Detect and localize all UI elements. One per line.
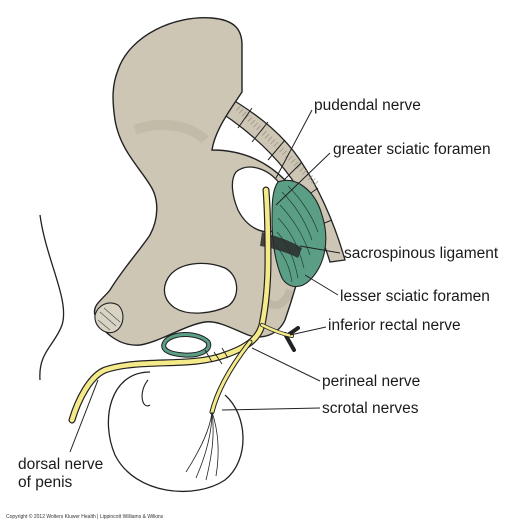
- scrotum-inner-fold: [142, 380, 150, 406]
- label-pudendal-nerve: pudendal nerve: [314, 97, 421, 115]
- copyright-notice: Copyright © 2012 Wolters Kluwer Health |…: [6, 514, 163, 520]
- label-dorsal-nerve-line2: of penis: [18, 474, 72, 492]
- scrotal-nerve-fibers: [186, 412, 218, 480]
- label-lesser-sciatic-foramen: lesser sciatic foramen: [340, 288, 490, 306]
- anal-sphincter-fill: [164, 335, 209, 356]
- label-perineal-nerve: perineal nerve: [322, 373, 420, 391]
- obturator-foramen: [164, 263, 236, 313]
- scrotum-outline: [108, 372, 243, 491]
- label-scrotal-nerves: scrotal nerves: [322, 400, 418, 418]
- label-dorsal-nerve-line1: dorsal nerve: [18, 456, 103, 474]
- pubis-cut-surface: [95, 303, 123, 333]
- body-outline: [40, 215, 64, 380]
- label-greater-sciatic-foramen: greater sciatic foramen: [333, 141, 491, 159]
- label-sacrospinous-ligament: sacrospinous ligament: [344, 245, 498, 263]
- label-inferior-rectal-nerve: inferior rectal nerve: [328, 317, 461, 335]
